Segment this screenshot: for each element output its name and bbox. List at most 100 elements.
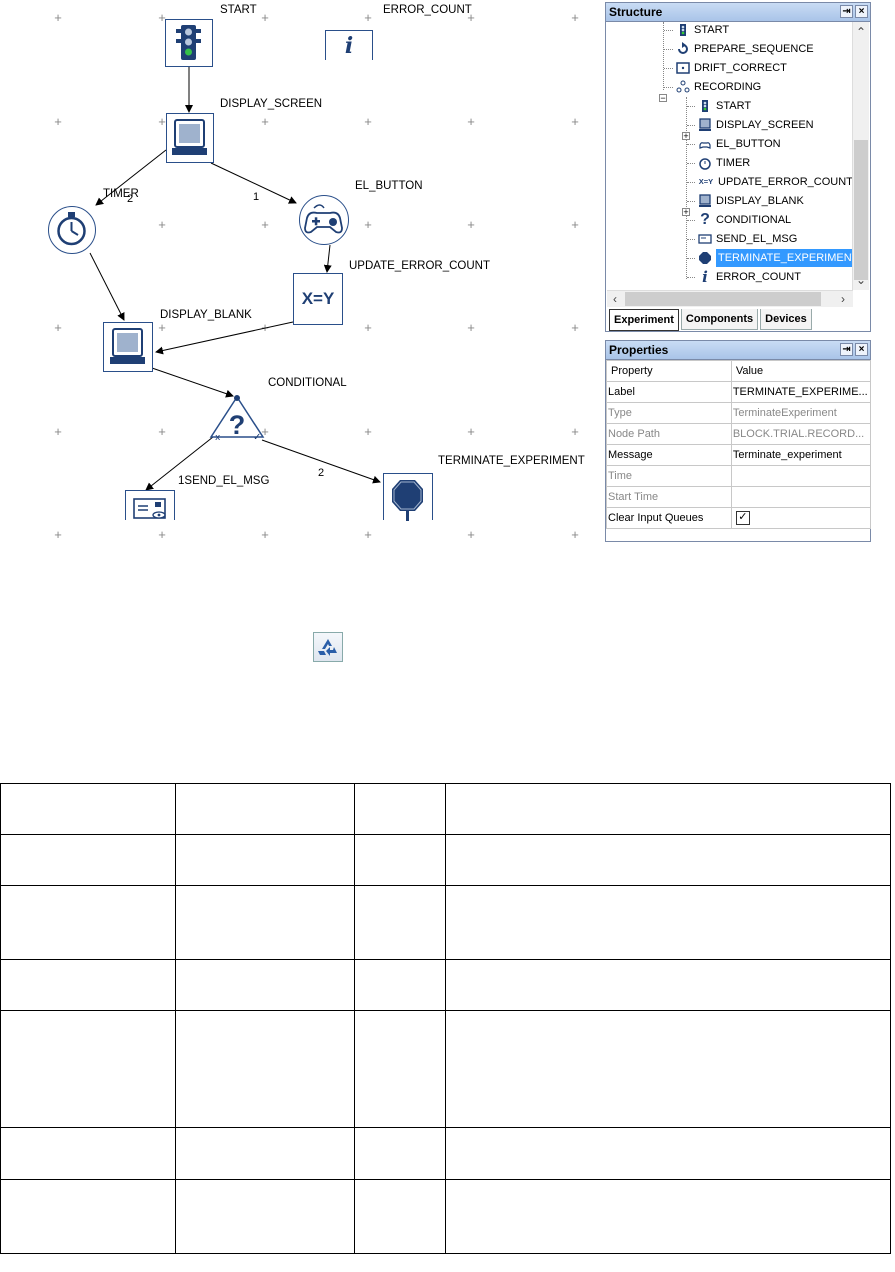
edge-button-update[interactable] [323,244,332,273]
display-screen-node[interactable] [166,113,214,163]
tab-components[interactable]: Components [680,309,759,330]
gamepad-icon [304,204,343,234]
close-icon[interactable]: × [855,5,868,18]
error-count-node-label: ERROR_COUNT [383,4,472,16]
message-icon [133,498,166,519]
scroll-thumb[interactable] [625,292,821,306]
send-el-msg-node[interactable] [125,490,175,520]
grid-marker: + [158,114,166,129]
property-name: Message [606,444,732,466]
message-icon [697,231,713,247]
tree-item[interactable]: SEND_EL_MSG [697,230,797,248]
error-count-node[interactable]: i [325,30,373,60]
info-icon: i [702,268,708,286]
property-name: Start Time [606,486,732,508]
question-icon: ? [229,410,246,440]
clear-input-queues-checkbox[interactable]: ✓ [735,511,750,525]
edge-conditional-terminate[interactable] [261,439,381,484]
tree-item[interactable]: RECORDING [675,78,761,96]
traffic-light-icon [697,98,713,114]
property-value-message[interactable]: Terminate_experiment [730,444,872,466]
grid-marker: + [158,424,166,439]
grid-marker: + [261,114,269,129]
tree-item[interactable]: EL_BUTTON [697,135,781,153]
timer-node[interactable] [48,206,96,254]
properties-panel-title: Properties ⇥ × [606,341,870,360]
grid-marker: + [364,320,372,335]
edge-conditional-send[interactable] [145,436,214,491]
grid-marker: + [261,527,269,542]
scroll-right-icon[interactable]: › [841,292,845,306]
recycle-glyph [318,639,337,656]
tree-item-label: DISPLAY_BLANK [716,195,804,207]
property-row-clear-input-queues[interactable]: Clear Input Queues ✓ [606,507,872,529]
tree-item[interactable]: START [697,97,751,115]
conditional-triangle: ? x ✓ [209,395,265,443]
tree-item-label: DISPLAY_SCREEN [716,119,814,131]
recycle-icon[interactable] [313,632,343,662]
properties-title-text: Properties [609,343,669,357]
terminate-experiment-node[interactable] [383,473,433,521]
scroll-up-icon[interactable]: ⌃ [855,25,867,39]
pin-icon[interactable]: ⇥ [840,343,853,356]
tree-item[interactable]: TERMINATE_EXPERIMENT [697,249,855,267]
display-blank-node[interactable] [103,322,153,372]
grid-marker: + [467,114,475,129]
grid-marker: + [467,424,475,439]
tree-item[interactable]: PREPARE_SEQUENCE [675,40,814,58]
close-icon[interactable]: × [855,343,868,356]
tab-experiment[interactable]: Experiment [609,309,679,331]
tree-item[interactable]: ?CONDITIONAL [697,211,791,229]
grid-marker: + [571,114,579,129]
svg-text:x: x [215,433,221,441]
edge-timer-blank[interactable] [89,252,125,321]
tree-item[interactable]: START [675,22,729,39]
tree-item-label: TIMER [716,157,751,169]
property-value-type: TerminateExperiment [730,402,872,424]
expand-display-screen-toggle[interactable]: + [682,131,690,141]
terminate-experiment-node-label: TERMINATE_EXPERIMENT [438,455,585,467]
property-value-start-time [730,486,872,508]
el-button-node[interactable] [299,195,349,245]
table-row [0,1127,891,1180]
flow-canvas[interactable]: ++++++++++++++++++++++++++++++++++++ STA… [0,0,600,545]
update-error-count-node[interactable]: X=Y [293,273,343,325]
structure-tabs: Experiment Components Devices [607,309,812,331]
send-branch-label: 1 [178,475,185,487]
scroll-down-icon[interactable]: ⌄ [855,273,867,287]
scroll-left-icon[interactable]: ‹ [613,292,617,306]
structure-vertical-scrollbar[interactable]: ⌃ ⌄ [852,22,869,290]
properties-table: Property Value Label TERMINATE_EXPERIME.… [606,360,872,529]
expand-recording-toggle[interactable]: − [659,93,667,103]
table-row [0,959,891,1011]
conditional-node[interactable]: ? x ✓ [208,393,266,443]
edge-blank-conditional[interactable] [151,367,234,398]
scroll-thumb[interactable] [854,140,868,280]
property-row-message[interactable]: Message Terminate_experiment [606,444,872,466]
edge-display-button[interactable] [210,162,297,204]
grid-marker: + [158,320,166,335]
tree-item[interactable]: DISPLAY_SCREEN [697,116,814,134]
start-node[interactable] [165,19,213,67]
property-row-node-path: Node Path BLOCK.TRIAL.RECORD... [606,423,872,445]
tree-item[interactable]: DRIFT_CORRECT [675,59,787,77]
tab-devices[interactable]: Devices [760,309,812,330]
edge-update-blank[interactable] [155,321,294,355]
expand-display-blank-toggle[interactable]: + [682,207,690,217]
property-name: Label [606,381,732,403]
grid-marker: + [467,10,475,25]
grid-marker: + [54,114,62,129]
edge-display-timer[interactable] [95,149,167,206]
target-icon [675,60,691,76]
tree-item[interactable]: TIMER [697,154,750,172]
tree-item-label: START [716,100,752,112]
tree-item[interactable]: DISPLAY_BLANK [697,192,804,210]
structure-horizontal-scrollbar[interactable]: ‹ › [607,290,853,307]
grid-marker: + [54,424,62,439]
property-value-label[interactable]: TERMINATE_EXPERIME... [730,381,872,403]
property-row-label[interactable]: Label TERMINATE_EXPERIME... [606,381,872,403]
pin-icon[interactable]: ⇥ [840,5,853,18]
